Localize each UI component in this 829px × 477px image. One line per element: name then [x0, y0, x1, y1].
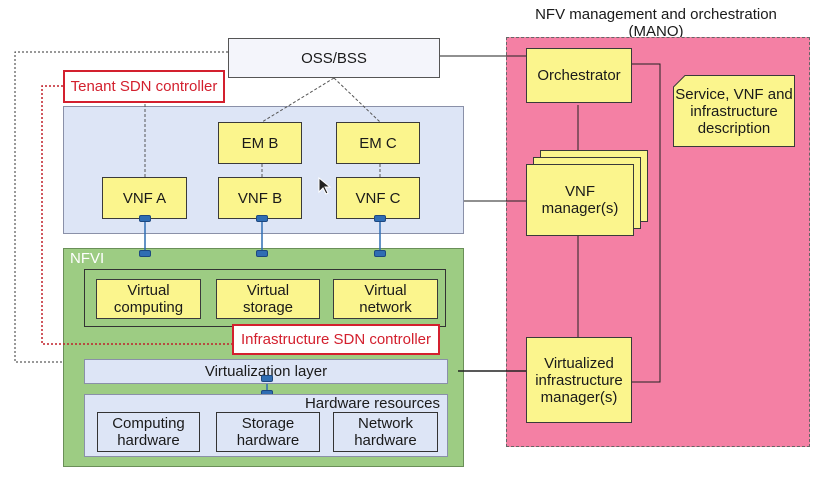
description-document[interactable]: Service, VNF and infrastructure descript… — [675, 85, 793, 137]
virtual-computing-box[interactable]: Virtual computing — [96, 279, 201, 319]
nfvi-b-connector — [256, 250, 268, 257]
virtualization-connector-top — [261, 375, 273, 382]
infrastructure-sdn-controller[interactable]: Infrastructure SDN controller — [232, 324, 440, 355]
nfvi-a-connector — [139, 250, 151, 257]
nfvi-title: NFVI — [70, 250, 105, 267]
vim-box[interactable]: Virtualized infrastructure manager(s) — [526, 337, 632, 423]
em-c-box[interactable]: EM C — [336, 122, 420, 164]
vnf-manager-box[interactable]: VNF manager(s) — [526, 164, 634, 236]
mano-title: NFV management and orchestration (MANO) — [535, 6, 777, 40]
em-b-box[interactable]: EM B — [218, 122, 302, 164]
description-document-icon — [673, 75, 795, 147]
virtual-storage-box[interactable]: Virtual storage — [216, 279, 320, 319]
orchestrator-box[interactable]: Orchestrator — [526, 48, 632, 103]
vnf-b-connector — [256, 215, 268, 222]
tenant-sdn-controller[interactable]: Tenant SDN controller — [63, 70, 225, 103]
storage-hardware-box[interactable]: Storage hardware — [216, 412, 320, 452]
hardware-resources-label: Hardware resources — [304, 395, 440, 412]
vnf-c-box[interactable]: VNF C — [336, 177, 420, 219]
vnf-b-box[interactable]: VNF B — [218, 177, 302, 219]
network-hardware-box[interactable]: Network hardware — [333, 412, 438, 452]
mouse-cursor-icon — [318, 177, 332, 195]
vnf-c-connector — [374, 215, 386, 222]
oss-bss-box[interactable]: OSS/BSS — [228, 38, 440, 78]
vnf-a-connector — [139, 215, 151, 222]
nfvi-c-connector — [374, 250, 386, 257]
vnf-a-box[interactable]: VNF A — [102, 177, 187, 219]
virtual-network-box[interactable]: Virtual network — [333, 279, 438, 319]
computing-hardware-box[interactable]: Computing hardware — [97, 412, 200, 452]
